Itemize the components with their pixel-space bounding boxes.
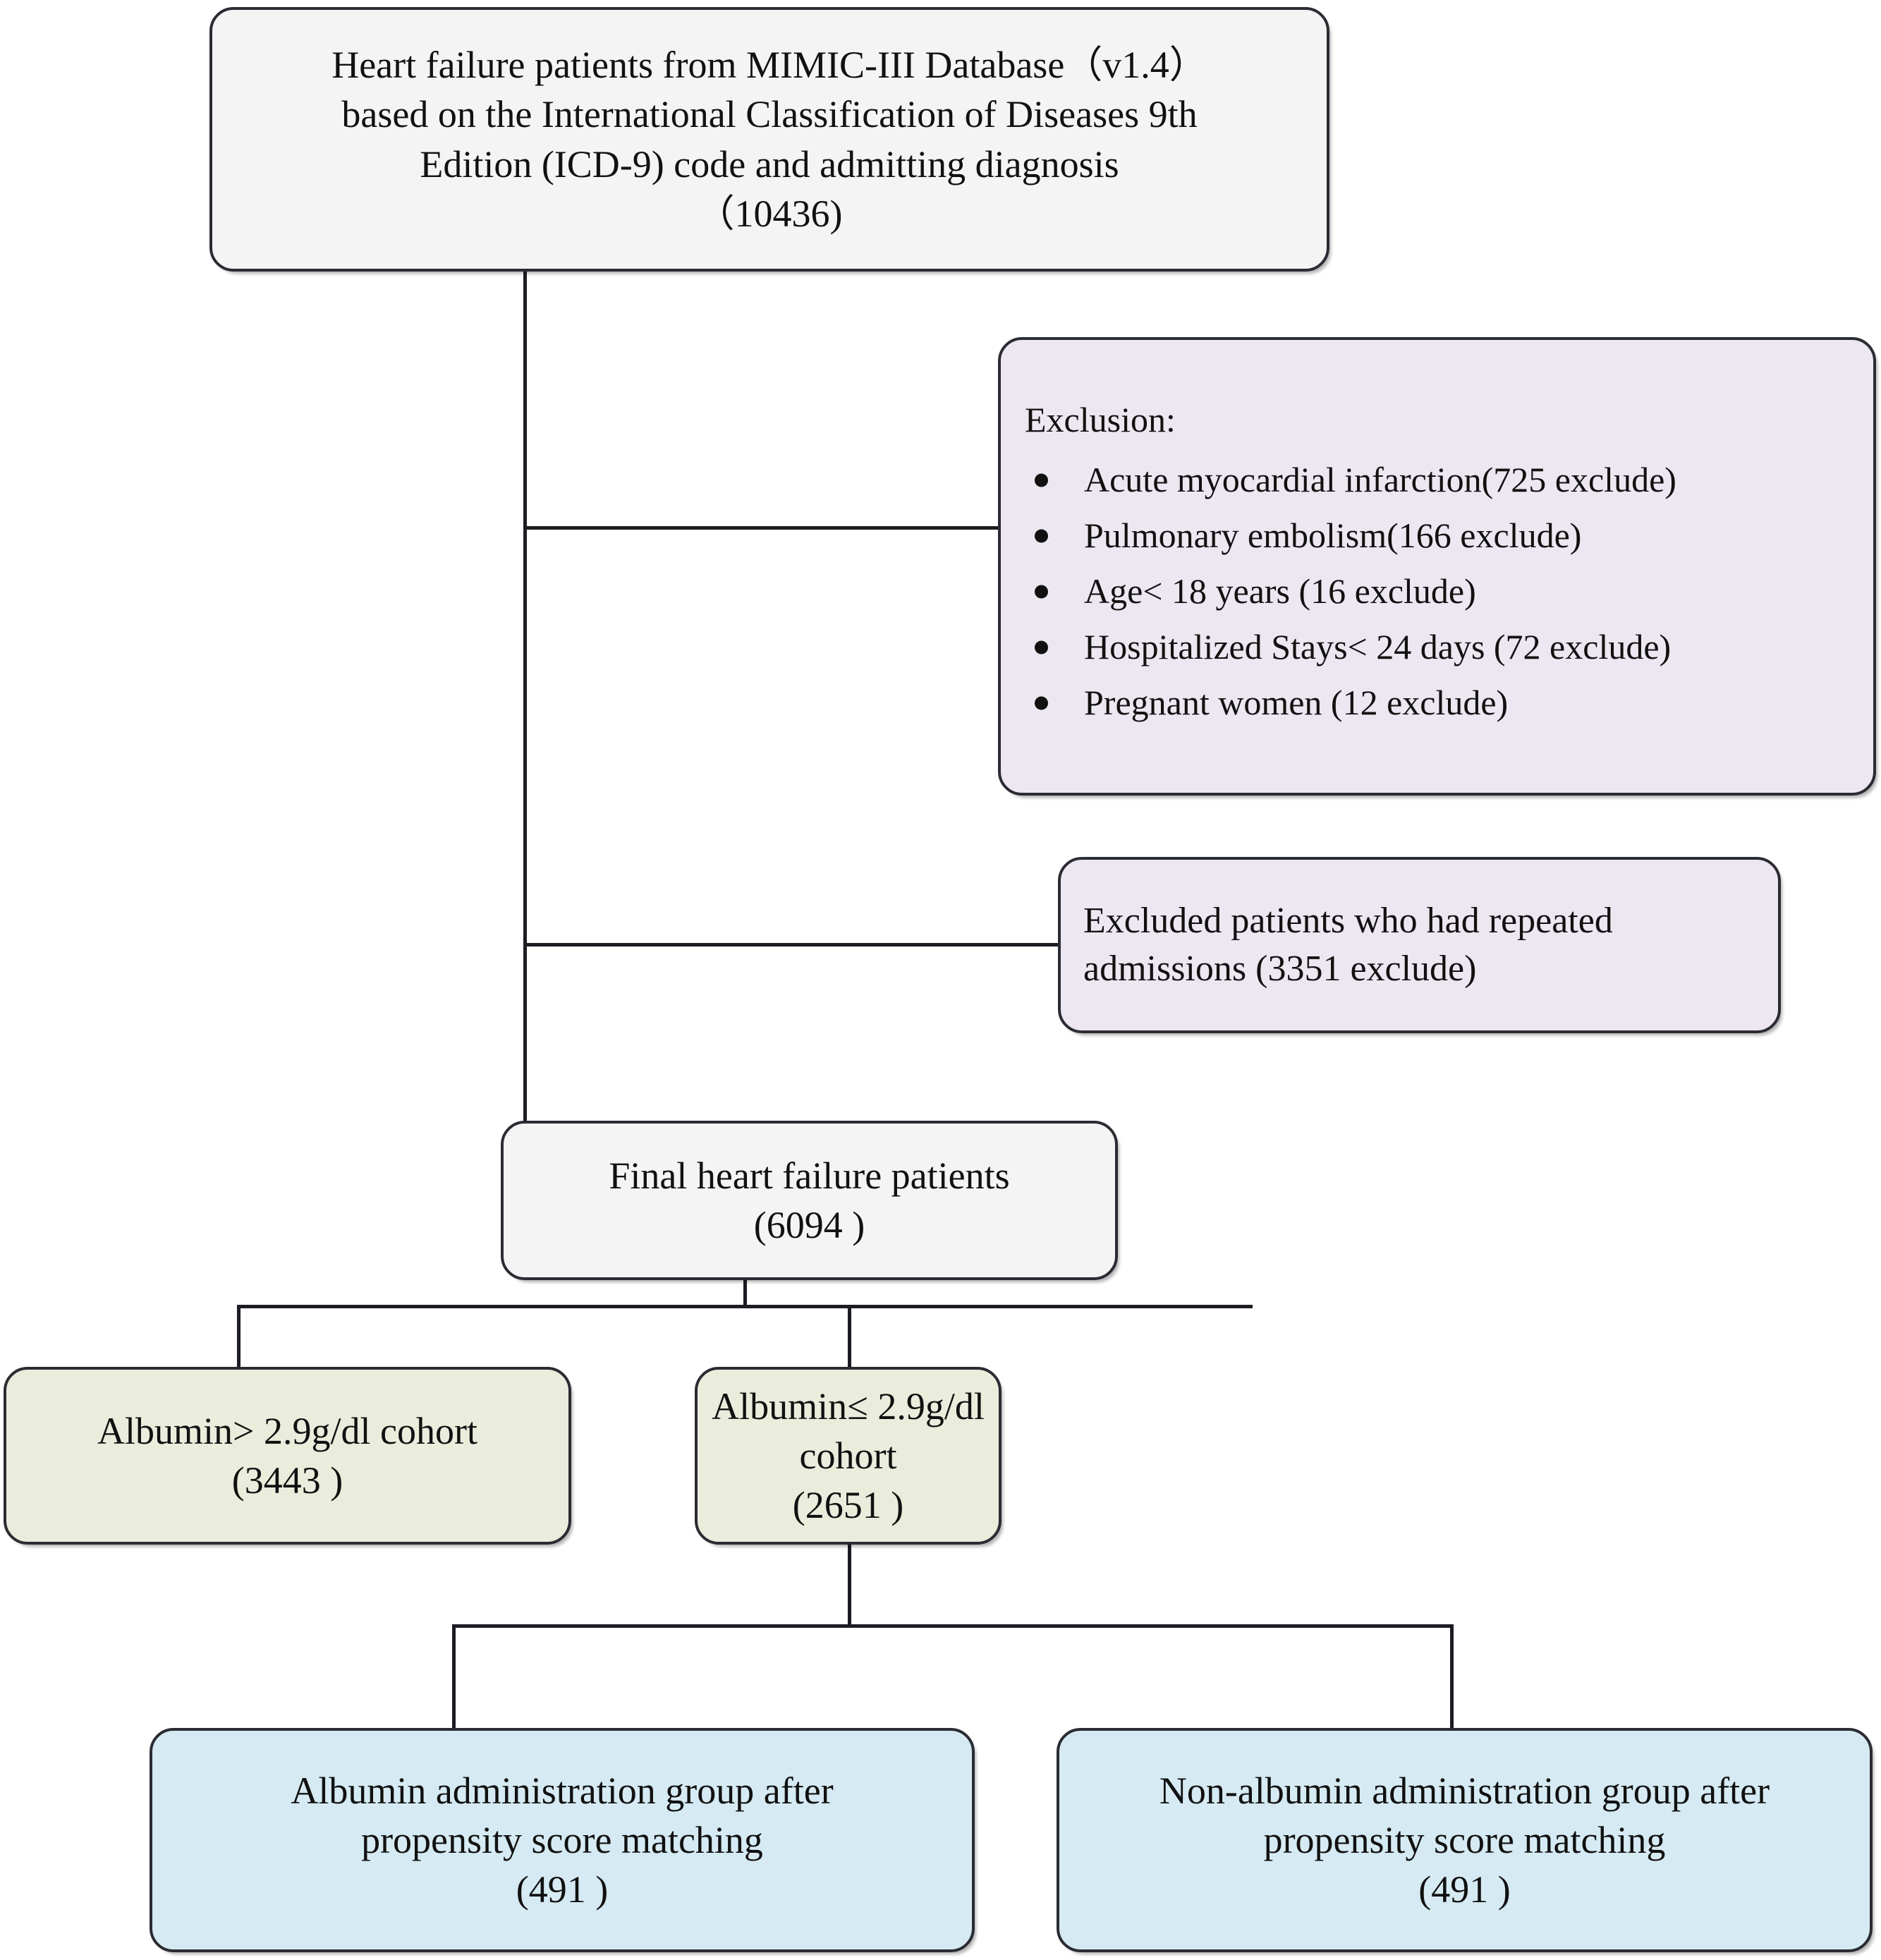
final-cohort-count: (6094 ) xyxy=(753,1204,865,1246)
cohort-low-albumin-count: (2651 ) xyxy=(792,1484,904,1527)
connector-to-exclusion-box xyxy=(523,526,999,530)
matched-non-albumin-line-1: Non-albumin administration group after xyxy=(1159,1769,1770,1812)
source-line-1: Heart failure patients from MIMIC-III Da… xyxy=(331,44,1207,87)
connector-cohort-right-drop xyxy=(848,1305,851,1367)
cohort-low-albumin-label: Albumin≤ 2.9g/dl cohort xyxy=(712,1384,985,1477)
connector-to-repeated-admissions-box xyxy=(523,943,1059,946)
source-count: （10436) xyxy=(696,192,843,235)
cohort-low-albumin-box: Albumin≤ 2.9g/dl cohort (2651 ) xyxy=(695,1367,1002,1545)
matched-albumin-count: (491 ) xyxy=(516,1868,609,1911)
connector-final-cohort-stem xyxy=(743,1280,747,1307)
final-cohort-box: Final heart failure patients (6094 ) xyxy=(501,1121,1118,1280)
exclusion-item: Pulmonary embolism(166 exclude) xyxy=(1022,513,1852,559)
connector-matched-right-drop xyxy=(1450,1624,1454,1730)
bullet-icon xyxy=(1035,696,1048,710)
connector-cohort-left-drop xyxy=(237,1305,241,1367)
bullet-icon xyxy=(1035,529,1048,542)
matched-albumin-line-2: propensity score matching xyxy=(361,1818,763,1861)
source-line-2: based on the International Classificatio… xyxy=(341,93,1198,136)
matched-albumin-line-1: Albumin administration group after xyxy=(291,1769,834,1812)
bullet-icon xyxy=(1035,473,1048,487)
exclusion-item-label: Hospitalized Stays< 24 days (72 exclude) xyxy=(1084,627,1672,666)
final-cohort-label: Final heart failure patients xyxy=(609,1154,1010,1197)
connector-trunk-main xyxy=(523,272,527,1121)
exclusion-list: Acute myocardial infarction(725 exclude)… xyxy=(1022,447,1852,736)
cohort-high-albumin-count: (3443 ) xyxy=(231,1459,343,1502)
repeated-admissions-line-1: Excluded patients who had repeated xyxy=(1083,901,1613,942)
connector-matched-left-drop xyxy=(452,1624,456,1730)
exclusion-item-label: Acute myocardial infarction(725 exclude) xyxy=(1084,460,1676,499)
matched-albumin-group-box: Albumin administration group after prope… xyxy=(150,1728,975,1952)
connector-cohort-split-bar xyxy=(237,1305,1253,1308)
matched-non-albumin-count: (491 ) xyxy=(1418,1868,1511,1911)
bullet-icon xyxy=(1035,640,1048,654)
source-population-box: Heart failure patients from MIMIC-III Da… xyxy=(209,7,1329,272)
cohort-high-albumin-box: Albumin> 2.9g/dl cohort (3443 ) xyxy=(4,1367,571,1545)
exclusion-title: Exclusion: xyxy=(1025,400,1176,439)
exclusion-item-label: Age< 18 years (16 exclude) xyxy=(1084,571,1476,611)
bullet-icon xyxy=(1035,585,1048,598)
source-line-3: Edition (ICD-9) code and admitting diagn… xyxy=(420,142,1119,185)
repeated-admissions-box: Excluded patients who had repeated admis… xyxy=(1058,857,1781,1033)
exclusion-item: Pregnant women (12 exclude) xyxy=(1022,680,1852,726)
matched-non-albumin-line-2: propensity score matching xyxy=(1263,1818,1666,1861)
exclusion-item-label: Pulmonary embolism(166 exclude) xyxy=(1084,516,1582,555)
exclusion-criteria-box: Exclusion: Acute myocardial infarction(7… xyxy=(998,337,1876,796)
cohort-high-albumin-label: Albumin> 2.9g/dl cohort xyxy=(97,1409,477,1452)
connector-low-albumin-stem xyxy=(848,1545,851,1627)
exclusion-item: Acute myocardial infarction(725 exclude) xyxy=(1022,457,1852,503)
matched-non-albumin-group-box: Non-albumin administration group after p… xyxy=(1057,1728,1873,1952)
exclusion-item: Hospitalized Stays< 24 days (72 exclude) xyxy=(1022,624,1852,670)
repeated-admissions-line-2: admissions (3351 exclude) xyxy=(1083,949,1477,989)
exclusion-item-label: Pregnant women (12 exclude) xyxy=(1084,683,1509,722)
exclusion-item: Age< 18 years (16 exclude) xyxy=(1022,568,1852,614)
connector-matched-split-bar xyxy=(452,1624,1454,1628)
